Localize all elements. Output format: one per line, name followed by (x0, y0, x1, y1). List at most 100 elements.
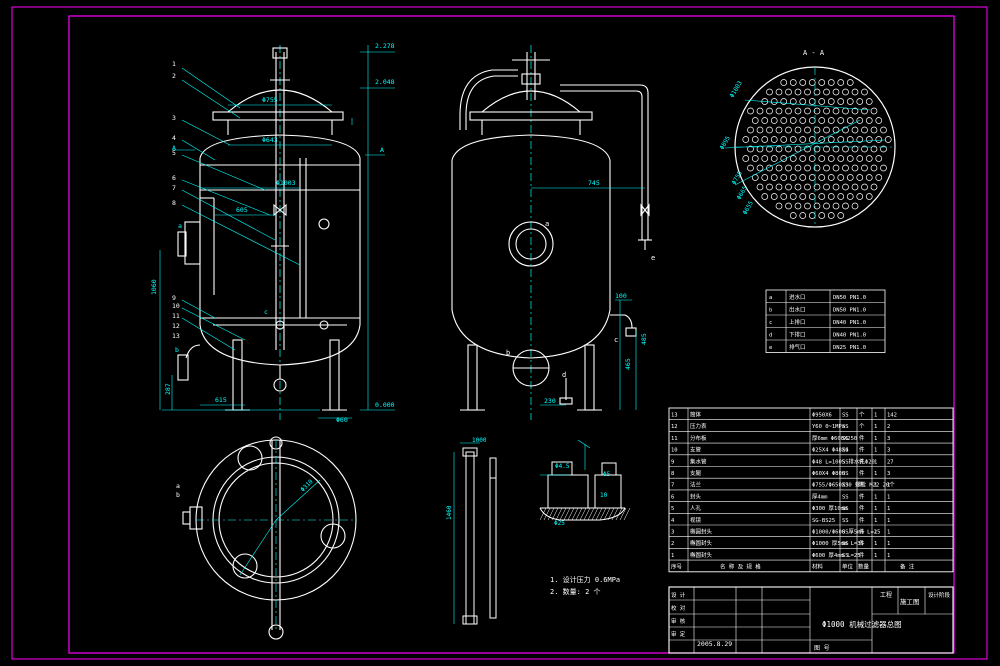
detail-views: 1000 1460 Φ4.5 Φ25 Φ5 10 (446, 437, 631, 625)
hole (818, 155, 826, 162)
hole (842, 202, 849, 210)
detail-dim-2: 1460 (446, 505, 453, 520)
side-nozzle-c: c (614, 336, 618, 344)
hatch-line (595, 507, 603, 521)
hole (780, 193, 788, 200)
balloon-1: 1 (172, 60, 176, 68)
hole (856, 117, 864, 124)
parts-table-cell: SS (842, 506, 849, 512)
hole (789, 136, 797, 143)
nozzle-table-cell: b (769, 308, 772, 314)
hole (823, 88, 830, 96)
balloon-4: 4 (172, 134, 176, 142)
hole (846, 174, 854, 181)
nozzle-table-cell: c (769, 320, 772, 326)
parts-table-cell: Φ755/Φ650X30 螺栓 M22 20个 (812, 481, 895, 489)
nozzle-table-cell: d (769, 333, 772, 339)
hole (785, 183, 792, 191)
hole (837, 212, 845, 219)
hole (747, 107, 754, 115)
balloon-12: 12 (172, 322, 180, 330)
parts-table-cell: 人孔 (690, 504, 702, 512)
hatch-line (551, 507, 559, 521)
weld-hatch (539, 507, 631, 521)
nozzle-table-cell: DN25 PN1.0 (833, 345, 866, 351)
hole (789, 79, 797, 86)
parts-table-cell: 件 (859, 434, 865, 442)
nozzle-table-cell: DN40 PN1.0 (833, 320, 866, 326)
hole (823, 183, 830, 191)
hole (785, 88, 792, 96)
dim-h2: 465 (624, 358, 632, 370)
hole (789, 98, 797, 105)
hatch-line (547, 507, 555, 521)
hole (851, 107, 859, 115)
hole (804, 164, 811, 172)
hole (837, 193, 845, 200)
hole (875, 155, 883, 162)
parts-table-cell: SS (842, 448, 849, 454)
distribution-holes (742, 79, 892, 219)
hatch-line (615, 507, 623, 521)
parts-table-cell: 件 (859, 469, 865, 477)
hatch-line (575, 507, 583, 521)
parts-table-cell: SS (842, 541, 849, 547)
hatch-line (599, 507, 607, 521)
hole (837, 155, 845, 162)
hole (851, 88, 859, 96)
hole (794, 164, 802, 172)
hole (823, 164, 830, 172)
parts-table-header: 材料 (812, 563, 824, 571)
parts-table-cell: Φ950X6 (812, 413, 832, 419)
hole (761, 117, 769, 124)
hole (775, 164, 783, 172)
hole (842, 164, 849, 172)
parts-table-cell: 件 (859, 539, 865, 547)
parts-table-cell: 椭圆封头 (690, 539, 713, 547)
hatch-line (611, 507, 619, 521)
hole (832, 164, 840, 172)
side-nozzle-e: e (651, 254, 655, 262)
title-block-company: 工程 (880, 591, 892, 599)
hole (751, 136, 759, 143)
hole (804, 107, 811, 115)
title-block-stage: 施工图 (900, 597, 920, 606)
hatch-line (567, 507, 575, 521)
parts-table-cell: 1 (887, 541, 890, 547)
hole (832, 202, 840, 210)
hole (766, 88, 773, 96)
parts-table-cell: 件 (859, 492, 865, 500)
dim-body: Φ1003 (276, 179, 296, 187)
balloon-9: 9 (172, 294, 176, 302)
parts-table-cell: 11 (671, 436, 678, 442)
hole (851, 183, 859, 191)
hole (813, 126, 821, 134)
parts-table-cell: 3 (887, 471, 890, 477)
hole (842, 126, 849, 134)
hole (761, 155, 769, 162)
sheet-border (68, 15, 955, 654)
hole (813, 107, 821, 115)
hatch-line (563, 507, 571, 521)
hole (761, 174, 769, 181)
parts-table-cell: 件 (859, 457, 865, 465)
parts-table-cell: SS (842, 413, 849, 419)
hole (804, 88, 811, 96)
hole (794, 202, 802, 210)
hole (827, 174, 835, 181)
parts-table-cell: 5 (671, 506, 674, 512)
hole (756, 164, 764, 172)
parts-table-cell: 1 (887, 518, 890, 524)
balloon-3: 3 (172, 114, 176, 122)
title-block-sheet: 图 号 (814, 645, 830, 652)
balloon-10: 10 (172, 302, 180, 310)
nozzle-table-cell: 出水口 (789, 306, 806, 314)
front-view-leaders (159, 45, 395, 419)
parts-table-cell: 件 (859, 446, 865, 454)
hole (846, 136, 854, 143)
detail-dim-6: 10 (600, 492, 608, 499)
note-1: 1. 设计压力 0.6MPa (550, 575, 620, 584)
hole (851, 202, 859, 210)
parts-table-cell: SS (842, 518, 849, 524)
hole (780, 79, 788, 86)
